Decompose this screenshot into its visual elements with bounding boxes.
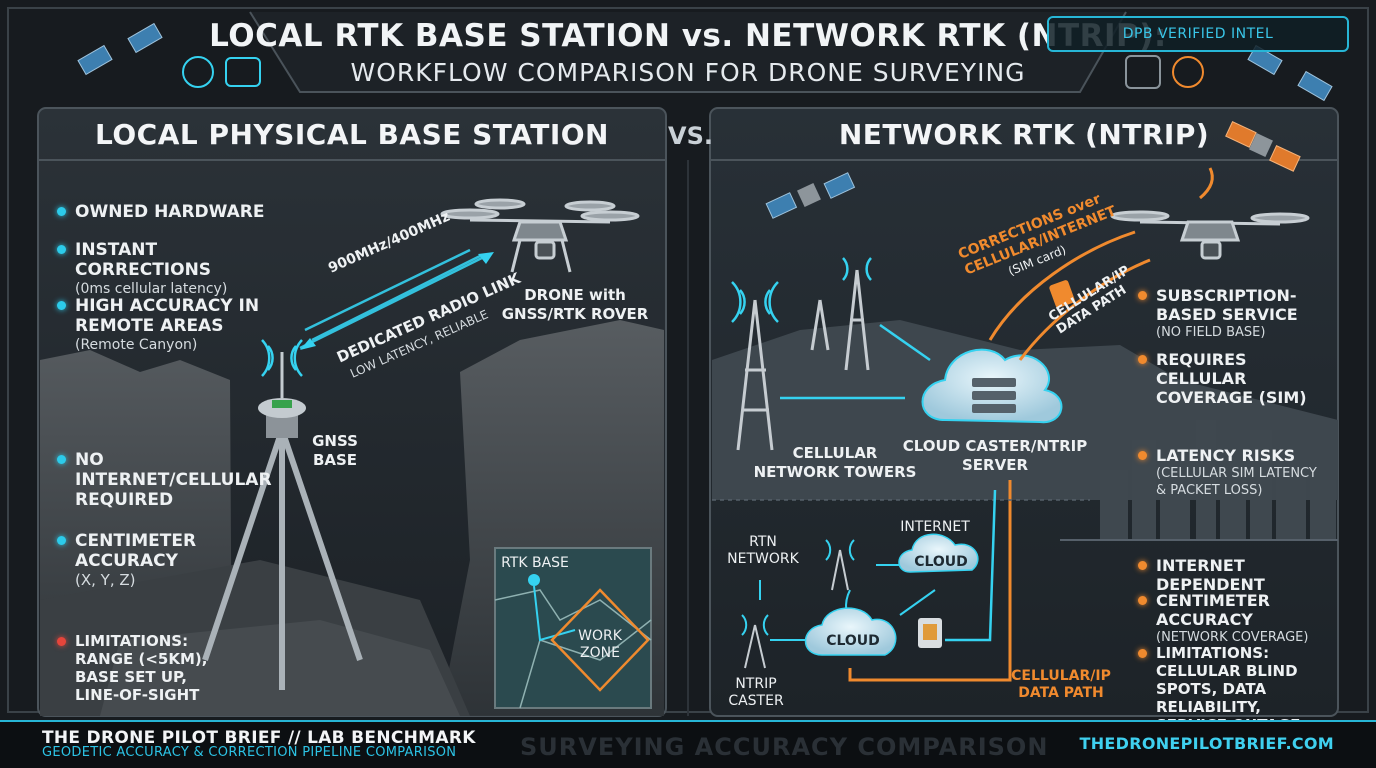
right-bullet-subscription: SUBSCRIPTION-BASED SERVICE (NO FIELD BAS… (1138, 286, 1326, 341)
bullet-dot-icon (57, 637, 66, 646)
left-bullet-instant-corrections: INSTANT CORRECTIONS (0ms cellular latenc… (57, 240, 295, 299)
right-bullet-cellular-coverage: REQUIRES CELLULAR COVERAGE (SIM) (1138, 350, 1326, 407)
gnss-base-label: GNSS BASE (312, 432, 358, 469)
bullet-dot-icon (1138, 355, 1147, 364)
verified-badge: DPB VERIFIED INTEL (1047, 16, 1349, 52)
page-subtitle: WORKFLOW COMPARISON FOR DRONE SURVEYING (350, 58, 1026, 87)
vs-label: VS. (668, 122, 713, 150)
rtn-network-label: RTN NETWORK (727, 534, 799, 567)
bullet-dot-icon (1138, 649, 1147, 658)
data-path-bottom-label: CELLULAR/IP DATA PATH (1011, 668, 1111, 701)
cloud-caster-label: CLOUD CASTER/NTRIP SERVER (902, 437, 1088, 474)
footer-brand: THE DRONE PILOT BRIEF // LAB BENCHMARK (42, 728, 476, 748)
internet-label: INTERNET (900, 519, 970, 535)
footer-site-link[interactable]: THEDRONEPILOTBRIEF.COM (1079, 734, 1334, 753)
ntrip-caster-label: NTRIP CASTER (728, 676, 784, 709)
drone-label: DRONE with GNSS/RTK ROVER (501, 286, 649, 323)
left-bullet-no-internet: NO INTERNET/CELLULAR REQUIRED (57, 450, 275, 510)
bullet-dot-icon (57, 455, 66, 464)
bullet-dot-icon (57, 245, 66, 254)
footer-bar (0, 720, 1376, 768)
right-bullet-centimeter-accuracy: CENTIMETER ACCURACY (Network Coverage) (1138, 591, 1336, 646)
cloud-label-internet: CLOUD (914, 554, 968, 570)
right-bullet-latency: LATENCY RISKS (CELLULAR SIM LATENCY & PA… (1138, 446, 1331, 499)
bullet-dot-icon (57, 301, 66, 310)
right-panel-title: NETWORK RTK (NTRIP) (838, 118, 1210, 151)
bullet-dot-icon (1138, 596, 1147, 605)
left-bullet-owned-hardware: OWNED HARDWARE (57, 202, 275, 222)
footer-watermark: SURVEYING ACCURACY COMPARISON (520, 733, 1049, 761)
map-rtk-base-label: RTK BASE (501, 555, 569, 571)
bullet-dot-icon (1138, 561, 1147, 570)
left-bullet-high-accuracy: HIGH ACCURACY IN REMOTE AREAS (Remote Ca… (57, 296, 275, 355)
bullet-dot-icon (1138, 451, 1147, 460)
right-bullet-internet-dependent: INTERNET DEPENDENT (1138, 556, 1331, 594)
left-bullet-limitations: LIMITATIONS: RANGE (<5km), BASE SET UP, … (57, 632, 225, 704)
bullet-dot-icon (1138, 291, 1147, 300)
footer-subtitle: GEODETIC ACCURACY & CORRECTION PIPELINE … (42, 745, 457, 760)
left-bullet-centimeter-accuracy: CENTIMETER ACCURACY (X, Y, Z) (57, 531, 225, 590)
cellular-towers-label: CELLULAR NETWORK TOWERS (753, 444, 917, 481)
bullet-dot-icon (57, 536, 66, 545)
map-work-zone-label: WORK ZONE (578, 628, 622, 661)
left-panel-title: LOCAL PHYSICAL BASE STATION (95, 118, 609, 151)
page-title: LOCAL RTK BASE STATION vs. NETWORK RTK (… (209, 18, 1167, 54)
bullet-dot-icon (57, 207, 66, 216)
cloud-label-ntrip: CLOUD (826, 633, 880, 649)
